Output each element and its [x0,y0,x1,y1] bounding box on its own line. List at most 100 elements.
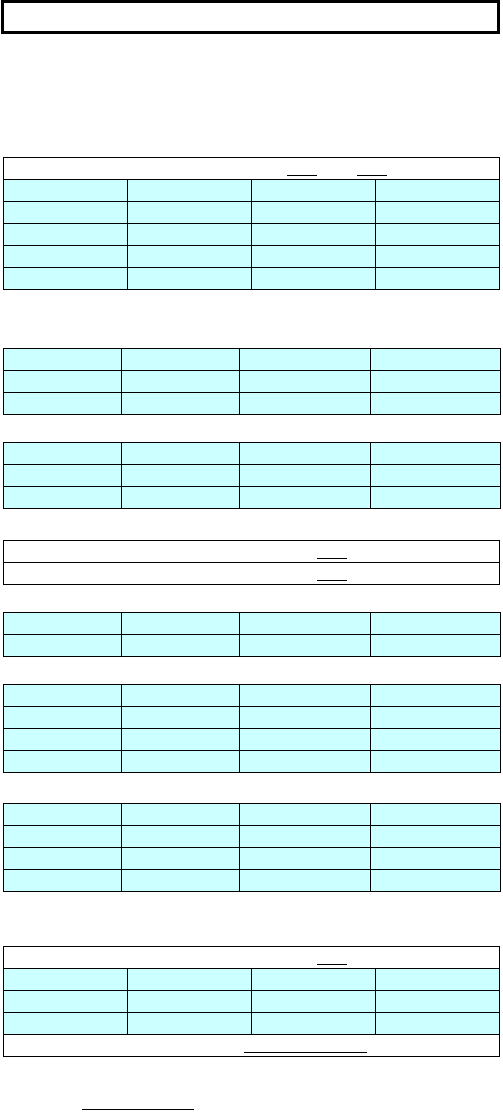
input-cell[interactable] [127,201,252,224]
input-cell[interactable] [121,750,240,773]
input-cell[interactable] [370,348,501,371]
input-cell[interactable] [3,750,122,773]
input-cell[interactable] [3,825,122,848]
input-cell[interactable] [370,442,501,465]
input-cell[interactable] [121,869,240,892]
input-cell[interactable] [239,464,371,487]
input-cell[interactable] [370,634,501,657]
input-cell[interactable] [3,267,128,290]
input-cell[interactable] [251,201,376,224]
input-cell[interactable] [121,684,240,707]
input-cell[interactable] [239,612,371,635]
input-cell[interactable] [127,990,252,1013]
input-cell[interactable] [121,464,240,487]
table-footer-row [3,1034,500,1057]
input-cell[interactable] [370,392,501,415]
input-cell[interactable] [370,869,501,892]
input-cell[interactable] [370,803,501,826]
input-cell[interactable] [3,612,122,635]
input-cell[interactable] [121,847,240,870]
input-cell[interactable] [239,750,371,773]
input-cell[interactable] [121,442,240,465]
input-cell[interactable] [375,245,500,268]
input-cell[interactable] [370,728,501,751]
input-cell[interactable] [375,179,500,202]
input-cell[interactable] [375,990,500,1013]
input-cell[interactable] [3,684,122,707]
input-cell[interactable] [239,847,371,870]
input-cell[interactable] [375,1012,500,1035]
input-cell[interactable] [3,486,122,509]
input-cell[interactable] [370,464,501,487]
input-cell[interactable] [121,348,240,371]
input-cell[interactable] [121,392,240,415]
input-cell[interactable] [251,990,376,1013]
input-cell[interactable] [239,392,371,415]
input-cell[interactable] [3,634,122,657]
input-cell[interactable] [239,442,371,465]
input-cell[interactable] [3,803,122,826]
input-cell[interactable] [239,348,371,371]
input-cell[interactable] [375,267,500,290]
input-cell[interactable] [121,370,240,393]
input-cell[interactable] [3,990,128,1013]
input-cell[interactable] [370,706,501,729]
input-cell[interactable] [239,486,371,509]
input-cell[interactable] [239,728,371,751]
input-cell[interactable] [239,634,371,657]
input-cell[interactable] [3,728,122,751]
input-cell[interactable] [239,825,371,848]
input-cell[interactable] [3,464,122,487]
input-cell[interactable] [251,1012,376,1035]
input-cell[interactable] [239,370,371,393]
input-cell[interactable] [375,968,500,991]
input-cell[interactable] [127,267,252,290]
input-cell[interactable] [370,847,501,870]
input-cell[interactable] [239,706,371,729]
table-row [3,464,501,487]
input-cell[interactable] [127,223,252,246]
input-cell[interactable] [251,245,376,268]
input-cell[interactable] [370,370,501,393]
input-cell[interactable] [375,223,500,246]
input-cell[interactable] [3,869,122,892]
input-cell[interactable] [3,706,122,729]
input-cell[interactable] [3,442,122,465]
input-cell[interactable] [3,392,122,415]
input-cell[interactable] [3,201,128,224]
input-cell[interactable] [127,179,252,202]
input-cell[interactable] [121,706,240,729]
input-cell[interactable] [370,486,501,509]
input-cell[interactable] [370,684,501,707]
input-cell[interactable] [3,1012,128,1035]
input-cell[interactable] [121,486,240,509]
input-cell[interactable] [127,968,252,991]
input-cell[interactable] [239,803,371,826]
input-cell[interactable] [251,179,376,202]
input-cell[interactable] [370,612,501,635]
input-cell[interactable] [121,803,240,826]
input-cell[interactable] [251,223,376,246]
input-cell[interactable] [3,245,128,268]
input-cell[interactable] [121,612,240,635]
input-cell[interactable] [3,348,122,371]
input-cell[interactable] [251,968,376,991]
input-cell[interactable] [3,370,122,393]
input-cell[interactable] [127,1012,252,1035]
footer-cell [3,1034,500,1057]
input-cell[interactable] [375,201,500,224]
input-cell[interactable] [3,968,128,991]
input-cell[interactable] [370,825,501,848]
input-cell[interactable] [3,179,128,202]
input-cell[interactable] [239,869,371,892]
input-cell[interactable] [127,245,252,268]
input-cell[interactable] [121,634,240,657]
input-cell[interactable] [251,267,376,290]
input-cell[interactable] [3,223,128,246]
input-cell[interactable] [3,847,122,870]
table-row [3,442,501,465]
input-cell[interactable] [370,750,501,773]
input-cell[interactable] [121,728,240,751]
input-cell[interactable] [239,684,371,707]
input-cell[interactable] [121,825,240,848]
